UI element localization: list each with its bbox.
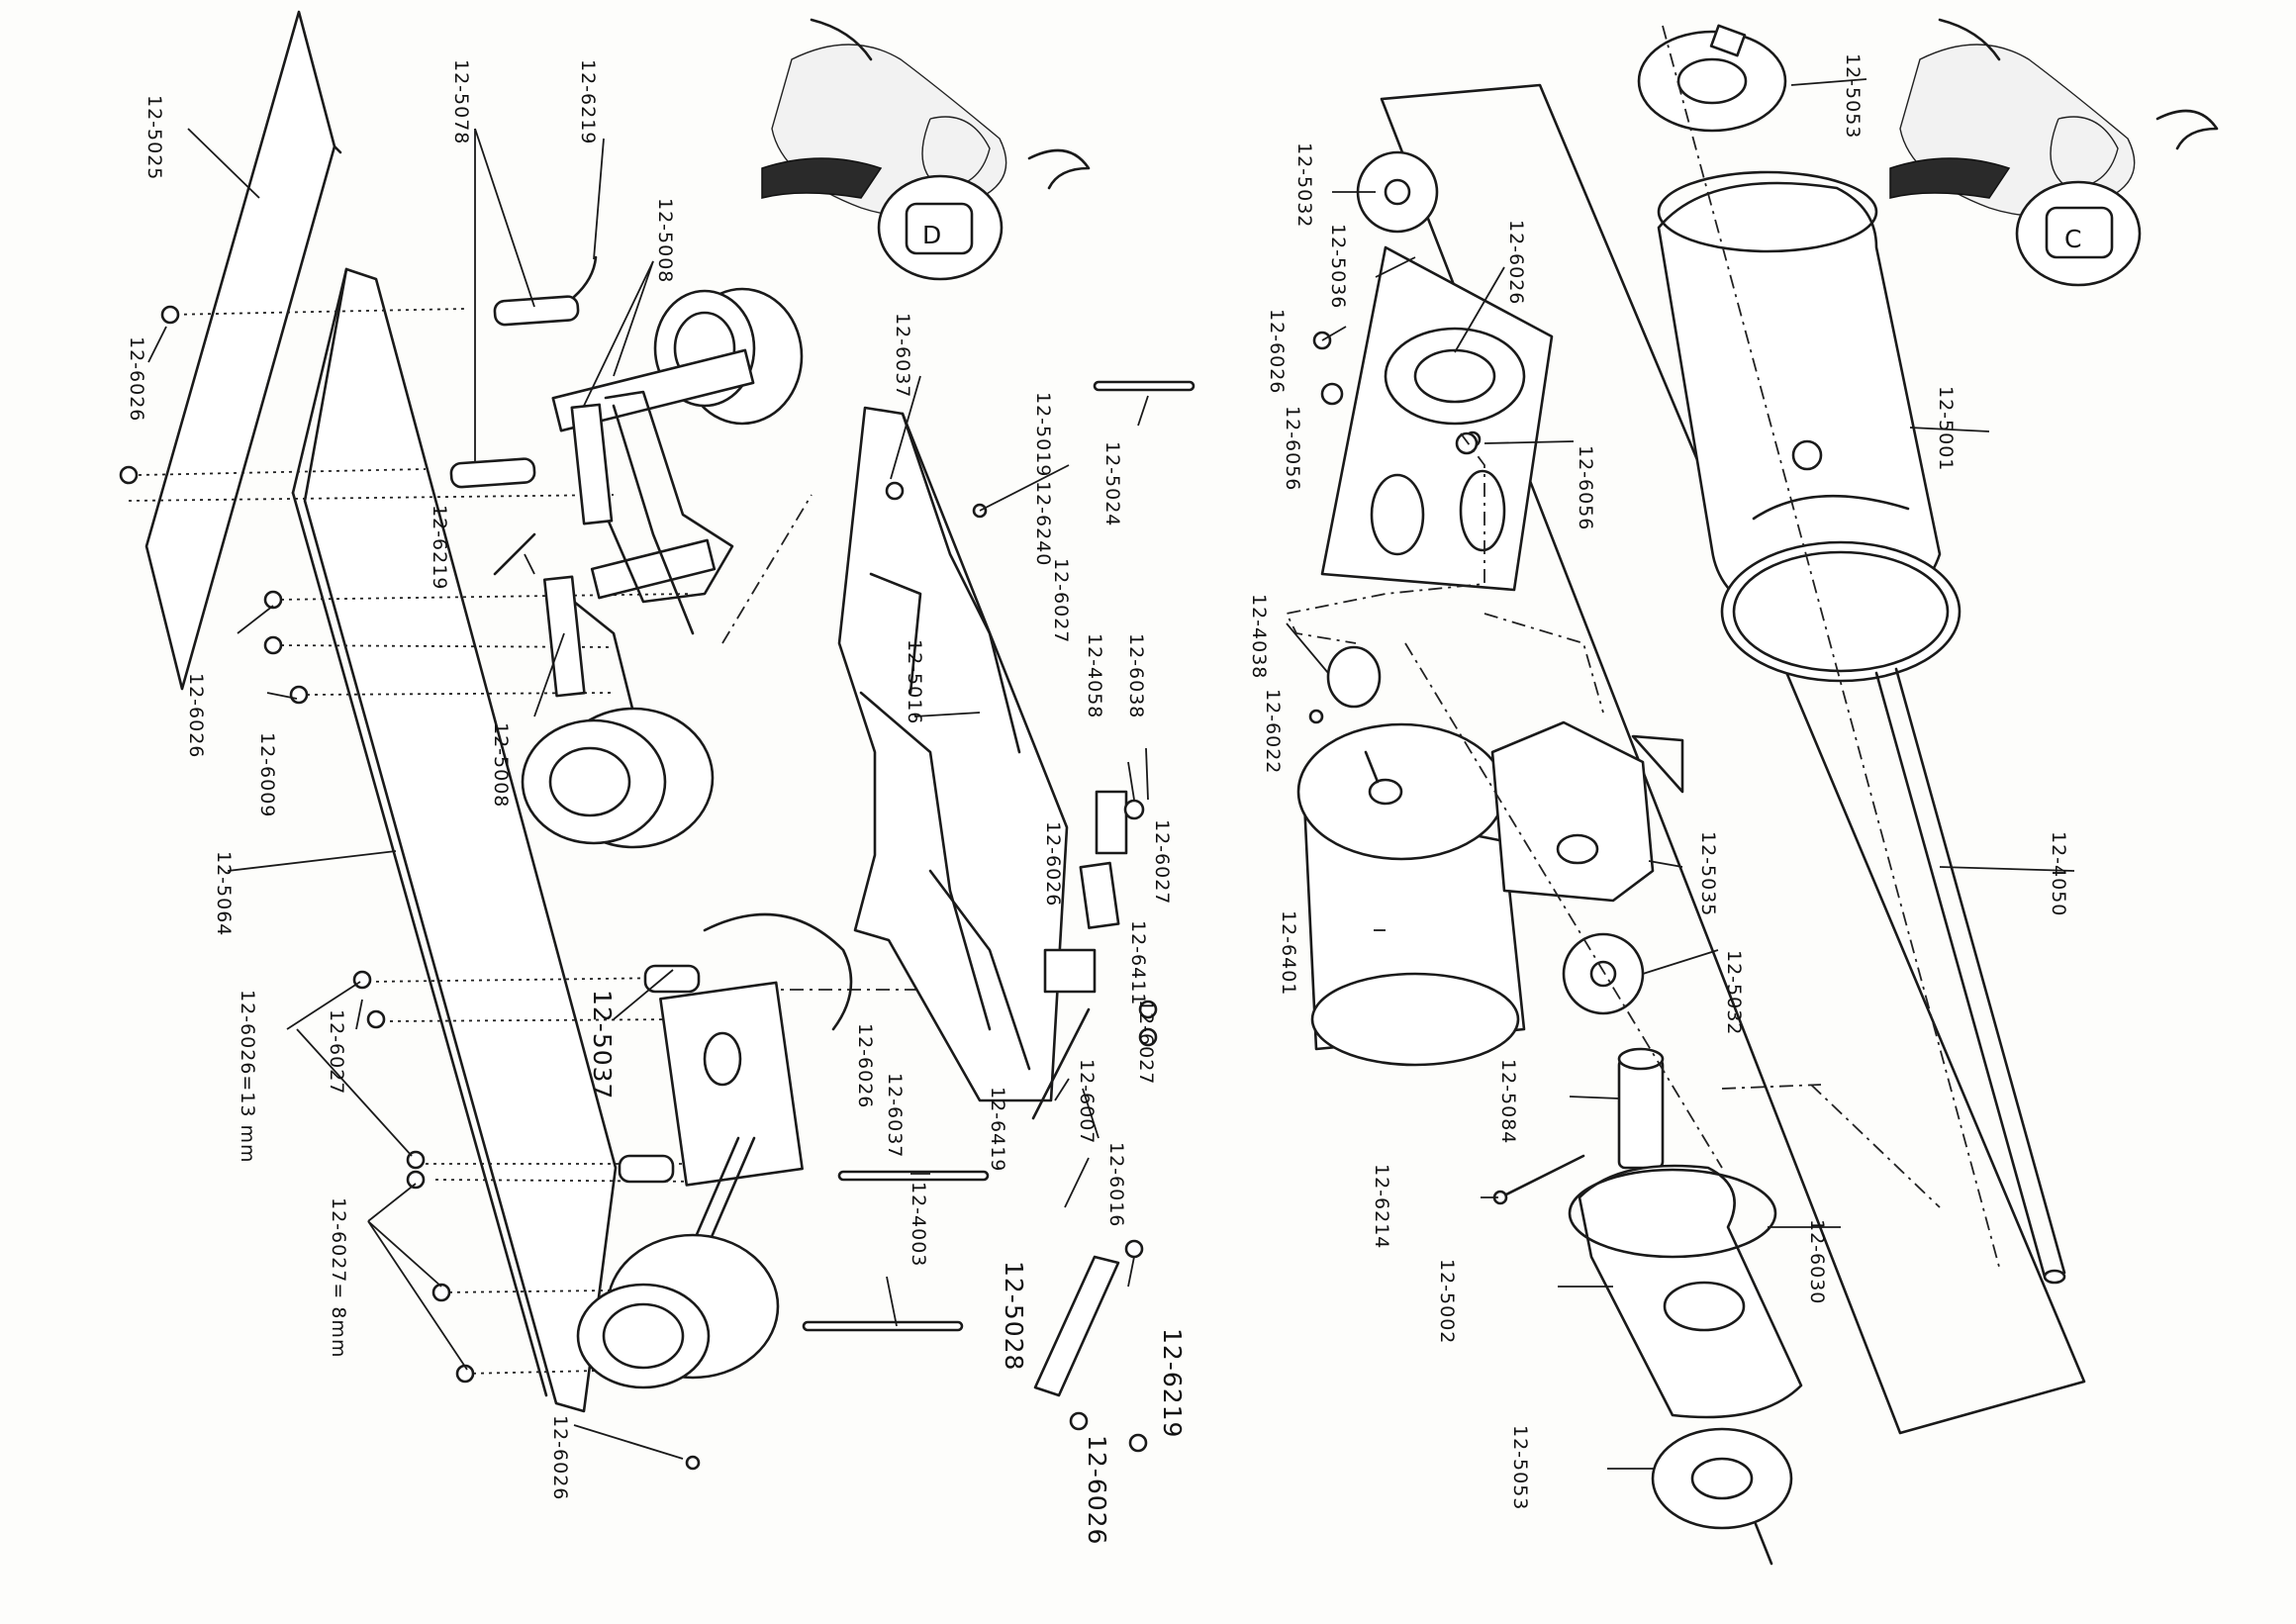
plate-screws [119, 305, 701, 1471]
label-12-5008-bottom: 12-5008 [490, 722, 512, 808]
front-wheel-middle [703, 912, 853, 1031]
rear-wheel-top [551, 287, 804, 600]
bracket-5035 [1490, 720, 1684, 903]
rods-4003 [802, 380, 1196, 1332]
viking-figure-left: D [761, 18, 1091, 281]
label-12-6219-middle: 12-6219 [429, 505, 450, 590]
label-12-4003: 12-4003 [908, 1182, 929, 1267]
label-12-6401: 12-6401 [1278, 910, 1299, 996]
label-12-5064: 12-5064 [213, 851, 235, 936]
label-12-5037: 12-5037 [588, 990, 617, 1099]
label-12-5053-bottom: 12-5053 [1509, 1425, 1531, 1510]
label-12-6240: 12-6240 [1032, 481, 1054, 566]
right-badge-letter: C [2064, 225, 2082, 253]
label-12-5084: 12-5084 [1497, 1059, 1519, 1144]
motor-mount-5036 [1320, 245, 1554, 592]
label-12-6026-13mm: 12-6026=13 mm [237, 990, 258, 1164]
label-12-5008-top: 12-5008 [654, 198, 676, 283]
label-12-6037-bottom: 12-6037 [884, 1073, 906, 1158]
label-12-4058: 12-4058 [1084, 633, 1105, 718]
label-12-5032-top: 12-5032 [1293, 143, 1315, 228]
front-axle-gear [618, 964, 804, 1269]
axle-4050 [1874, 667, 2066, 1285]
pinion-4038 [1308, 645, 1382, 724]
gear-5032-bottom [1562, 932, 1645, 1015]
label-12-6009: 12-6009 [256, 732, 278, 817]
left-badge-letter: D [922, 221, 942, 249]
label-12-6007: 12-6007 [1076, 1059, 1098, 1144]
housing-5001 [1657, 170, 1961, 683]
label-12-6026-chassis: 12-6026 [854, 1023, 876, 1108]
label-12-5024: 12-5024 [1101, 441, 1123, 526]
label-12-4050: 12-4050 [2048, 831, 2069, 916]
label-12-6030: 12-6030 [1806, 1219, 1828, 1304]
label-12-6026-bottom-left: 12-6026 [549, 1415, 571, 1500]
base-plate-5064 [291, 267, 618, 1413]
label-12-5035: 12-5035 [1697, 831, 1719, 916]
label-12-5002: 12-5002 [1436, 1259, 1458, 1344]
front-wheel-bottom [576, 1233, 780, 1389]
end-cap-5053-bottom [1651, 1427, 1793, 1566]
rear-wheel-bottom [521, 707, 715, 849]
label-12-5053-top: 12-5053 [1842, 53, 1864, 139]
label-12-6026-right-top: 12-6026 [1505, 220, 1527, 305]
label-12-6016: 12-6016 [1105, 1142, 1127, 1227]
pin-6214 [1492, 1154, 1585, 1205]
label-12-5025: 12-5025 [144, 95, 165, 180]
label-12-6214: 12-6214 [1371, 1164, 1392, 1249]
label-12-6056-left: 12-6056 [1282, 406, 1303, 491]
spacer-5078 [449, 255, 598, 576]
label-12-4038: 12-4038 [1248, 594, 1270, 679]
label-12-5001: 12-5001 [1935, 386, 1957, 471]
label-12-6026-top-left: 12-6026 [126, 336, 147, 422]
label-12-6038: 12-6038 [1125, 633, 1147, 718]
label-12-6419: 12-6419 [987, 1087, 1008, 1172]
part-labels: 12-5025 12-6026 12-6026 12-6009 12-5064 … [126, 53, 2069, 1545]
label-12-5036: 12-5036 [1327, 224, 1349, 309]
label-12-6056-right: 12-6056 [1575, 445, 1596, 530]
label-12-6037-top: 12-6037 [892, 313, 913, 398]
gear-5032-top [1356, 150, 1439, 234]
cover-plate-5025 [144, 10, 342, 691]
label-12-6026-left: 12-6026 [185, 673, 207, 758]
label-12-5078: 12-5078 [450, 59, 472, 144]
label-12-6027-right-2: 12-6027 [1135, 1000, 1157, 1085]
label-12-6022: 12-6022 [1262, 689, 1284, 774]
steering-linkage [1031, 790, 1158, 1453]
car-body-shell [837, 406, 1069, 1102]
label-12-6027-8mm: 12-6027= 8mm [328, 1197, 349, 1358]
housing-5002 [1568, 1164, 1803, 1419]
label-12-5028: 12-5028 [1000, 1261, 1028, 1371]
label-12-6411: 12-6411 [1127, 920, 1149, 1005]
label-12-5032-bottom: 12-5032 [1723, 950, 1745, 1035]
label-12-6026-right-side: 12-6026 [1266, 309, 1288, 394]
label-12-5019: 12-5019 [1032, 392, 1054, 477]
label-12-6026-large: 12-6026 [1083, 1435, 1111, 1545]
label-12-6027-right-1: 12-6027 [1151, 819, 1173, 905]
motor-6401 [1296, 722, 1526, 1067]
shaft-5084 [1617, 1047, 1665, 1170]
rear-chassis-frame [542, 390, 734, 715]
leader-lines [147, 78, 2075, 1470]
right-assembly-lines [1285, 25, 2000, 1268]
label-12-6026-mid: 12-6026 [1042, 821, 1064, 907]
end-cap-5053-top [1637, 24, 1787, 133]
label-12-6219-large: 12-6219 [1158, 1328, 1187, 1438]
viking-figure-right: C [1889, 18, 2219, 287]
right-chassis-plate [1380, 83, 2086, 1435]
label-12-6027-left: 12-6027 [326, 1009, 347, 1095]
label-12-5016: 12-5016 [904, 639, 925, 724]
label-12-6027-mid: 12-6027 [1050, 558, 1072, 643]
label-12-6219-top: 12-6219 [577, 59, 599, 144]
